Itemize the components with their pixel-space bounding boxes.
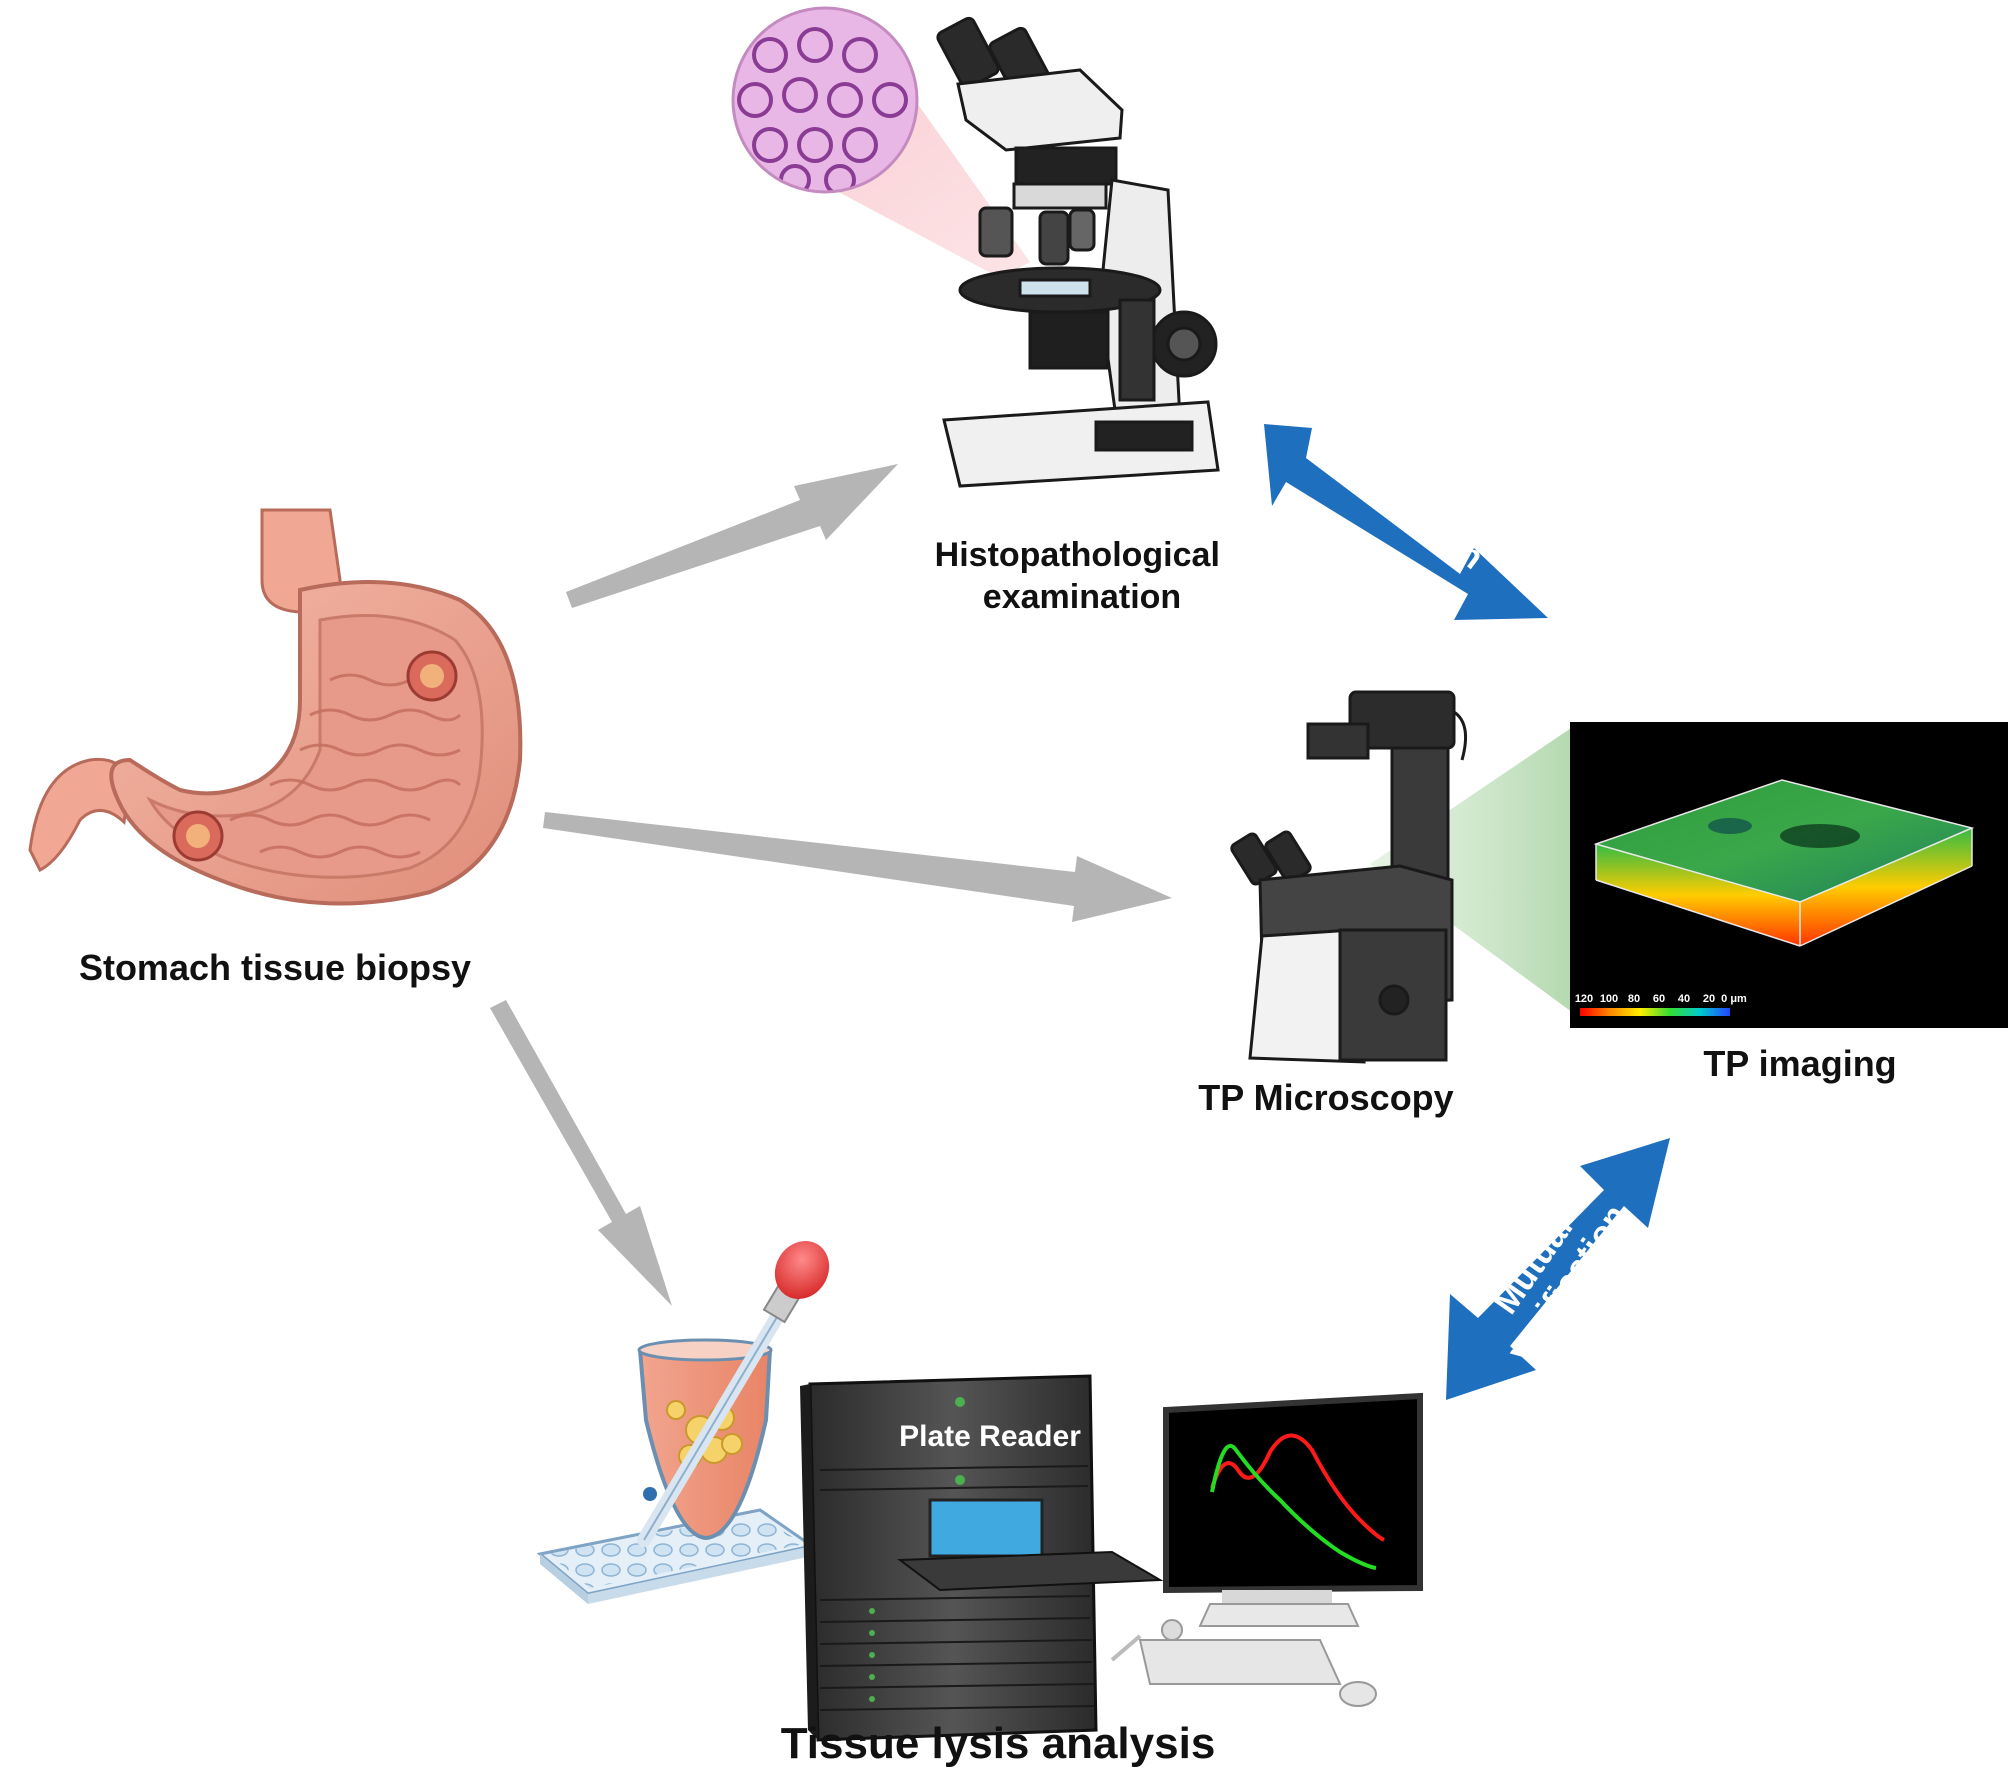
flow-arrow-to-tissue-lysis — [490, 1000, 672, 1306]
depth-scale-tick-label: 60 — [1653, 993, 1665, 1005]
tp-light-cone — [1370, 722, 1580, 1018]
depth-scale-tick-label: 20 — [1703, 993, 1715, 1005]
stomach-tissue-biopsy-label: Stomach tissue biopsy — [79, 947, 471, 988]
mutual-verification-arrow-top: Mutual verification — [1264, 424, 1548, 620]
depth-scale-tick-label: 0 μm — [1721, 993, 1747, 1005]
red-emission-curve — [1210, 1433, 1385, 1542]
depth-scale-tick-label: 100 — [1600, 993, 1618, 1005]
test-tube-with-pipette — [637, 1241, 830, 1547]
flow-arrow-to-histopathology — [566, 464, 898, 608]
upright-microscope — [936, 16, 1220, 488]
histopathological-label-line1: Histopathological — [935, 536, 1220, 574]
depth-color-scale — [1580, 1008, 1730, 1016]
plate-reader-machine — [800, 1374, 1164, 1742]
well-plate — [536, 1508, 816, 1604]
depth-scale-ticks: 120 100 80 60 40 20 0 μm — [1575, 993, 1747, 1005]
inverted-two-photon-microscope — [1230, 690, 1468, 1064]
svg-text:Histopathological examinat: Histopathological examination — [935, 536, 1230, 616]
lesion-lower — [172, 810, 224, 862]
computer-monitor — [1163, 1392, 1423, 1627]
stomach-illustration — [28, 508, 523, 906]
depth-scale-tick-label: 40 — [1678, 993, 1690, 1005]
plate-reader-label: Plate Reader — [899, 1420, 1081, 1453]
keyboard-and-mouse — [1110, 1619, 1377, 1707]
flow-arrow-to-tp-microscopy — [543, 812, 1172, 922]
tp-imaging-label: TP imaging — [1703, 1043, 1896, 1084]
depth-scale-tick-label: 120 — [1575, 993, 1593, 1005]
mutual-verification-arrow-bottom: Mutual verification — [1446, 1138, 1670, 1400]
tp-microscopy-label: TP Microscopy — [1198, 1077, 1453, 1118]
lesion-upper — [406, 650, 458, 702]
depth-scale-tick-label: 80 — [1628, 993, 1640, 1005]
histology-slide-image — [731, 6, 919, 194]
green-emission-curve — [1210, 1443, 1377, 1570]
tp-imaging-panel: 120 100 80 60 40 20 0 μm — [1570, 722, 2008, 1028]
tissue-lysis-analysis-label: Tissue lysis analysis — [781, 1719, 1216, 1768]
histopathological-label-line2: examination — [983, 578, 1181, 616]
